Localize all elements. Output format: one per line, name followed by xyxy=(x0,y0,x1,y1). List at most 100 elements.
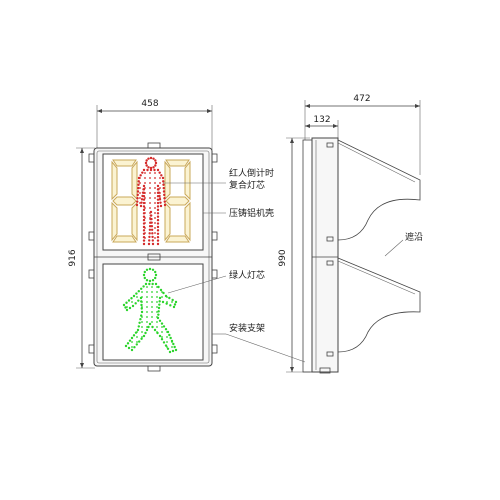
led-dot xyxy=(156,188,160,191)
led-dot xyxy=(166,347,170,350)
led-dot xyxy=(149,168,153,172)
led-dot xyxy=(137,183,140,186)
led-dot xyxy=(150,225,154,228)
led-dot xyxy=(154,222,156,224)
led-dot xyxy=(157,310,160,313)
led-dot xyxy=(136,200,139,203)
led-dot xyxy=(168,350,172,354)
label-red-countdown-core-1: 红人倒计时 xyxy=(229,167,274,179)
led-dot xyxy=(148,225,152,228)
led-dot xyxy=(156,306,158,308)
led-dot xyxy=(152,157,155,160)
dim-side-depth: 132 xyxy=(313,115,330,125)
led-dot xyxy=(169,304,172,307)
led-dot xyxy=(173,303,177,306)
led-dot xyxy=(156,208,160,212)
led-dot xyxy=(144,177,146,179)
led-dot xyxy=(156,286,158,288)
led-dot xyxy=(142,229,146,232)
side-view: 472 132 990 xyxy=(278,94,421,374)
led-dot xyxy=(131,301,133,303)
visor-lower xyxy=(337,257,421,353)
led-dot xyxy=(156,321,158,323)
led-dot xyxy=(162,180,165,183)
led-dot xyxy=(143,270,147,274)
led-dot xyxy=(142,273,146,277)
led-dot xyxy=(145,159,148,162)
led-dot xyxy=(145,328,149,332)
led-dot xyxy=(141,321,143,323)
led-dot xyxy=(142,208,146,212)
led-dot xyxy=(128,306,132,310)
visor-upper xyxy=(337,139,421,241)
led-dot xyxy=(161,300,165,304)
led-dot xyxy=(142,198,146,201)
dim-front-height: 916 xyxy=(68,249,78,266)
led-dot xyxy=(146,311,148,313)
led-dot xyxy=(156,235,160,239)
led-dot xyxy=(154,212,156,214)
led-dot xyxy=(163,203,167,207)
led-dot xyxy=(139,197,141,199)
led-dot xyxy=(141,301,143,303)
led-dot xyxy=(174,300,178,304)
led-dot xyxy=(141,316,143,318)
led-dot xyxy=(151,239,154,242)
led-dot xyxy=(137,180,140,183)
led-dot xyxy=(137,325,140,328)
led-dot xyxy=(151,278,155,282)
led-dot xyxy=(156,215,160,218)
led-dot xyxy=(156,225,160,229)
led-dot xyxy=(171,349,175,353)
led-dot xyxy=(159,288,163,292)
side-bracket xyxy=(302,139,313,373)
led-dot xyxy=(154,273,158,277)
led-dot xyxy=(149,197,151,199)
led-dot xyxy=(141,306,143,308)
led-dot xyxy=(150,228,154,231)
led-dot xyxy=(138,340,141,343)
led-dot xyxy=(151,311,153,313)
callouts: 红人倒计时 复合灯芯 压铸铝机壳 绿人灯芯 安装支架 遮沿 xyxy=(163,167,423,363)
led-dot xyxy=(136,336,138,338)
led-dot xyxy=(154,172,156,174)
led-dot xyxy=(128,339,132,342)
led-dot xyxy=(130,336,134,340)
led-dot xyxy=(157,313,160,316)
led-dot xyxy=(156,242,160,246)
led-dot xyxy=(141,171,144,174)
led-dot xyxy=(166,331,168,333)
led-dot xyxy=(144,282,148,286)
led-dot xyxy=(156,296,158,298)
led-dot xyxy=(148,282,151,286)
led-dot xyxy=(144,187,146,189)
led-dot xyxy=(162,291,165,295)
led-dot xyxy=(154,232,156,234)
led-dot xyxy=(156,326,158,328)
led-dot xyxy=(162,341,166,344)
led-dot xyxy=(154,227,156,229)
led-dot xyxy=(146,291,148,293)
led-dot xyxy=(151,268,155,272)
led-dot xyxy=(173,345,176,349)
led-dot xyxy=(158,296,162,300)
led-dot xyxy=(172,305,176,309)
led-dot xyxy=(148,228,152,231)
led-dot xyxy=(148,232,151,235)
led-dot xyxy=(139,174,142,177)
led-dot xyxy=(139,202,141,204)
led-dot xyxy=(159,197,161,199)
led-dot xyxy=(149,177,151,179)
green-man-figure xyxy=(122,267,178,354)
led-dot xyxy=(154,207,156,209)
led-dot xyxy=(132,294,136,298)
led-dot xyxy=(136,341,138,343)
led-dot xyxy=(160,322,164,325)
led-dot xyxy=(151,321,153,323)
front-view: 458 916 xyxy=(68,99,218,372)
led-dot xyxy=(156,195,160,198)
led-dot xyxy=(144,192,146,194)
led-dot xyxy=(137,290,140,293)
led-dot xyxy=(141,331,143,333)
led-dot xyxy=(132,334,136,337)
